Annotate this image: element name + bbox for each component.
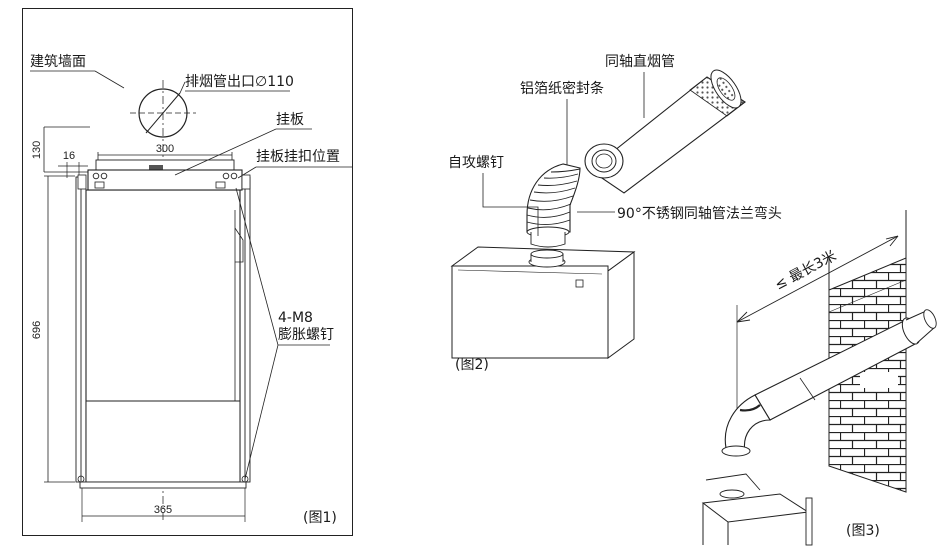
- svg-text:16: 16: [63, 150, 75, 162]
- elbow-label: 90°不锈钢同轴管法兰弯头: [617, 205, 782, 222]
- figure-1-caption: (图1): [303, 510, 337, 526]
- dim-130: 130: [31, 126, 90, 173]
- pipe-label: 同轴直烟管: [605, 53, 675, 70]
- outlet-label: 排烟管出口∅110: [185, 74, 294, 90]
- horizontal-pipe: [754, 309, 937, 421]
- figure-3-caption: (图3): [846, 523, 880, 539]
- screw-leader-top: [235, 187, 279, 346]
- brick-wall: [828, 210, 907, 493]
- buckle-leader: [237, 166, 257, 179]
- svg-text:696: 696: [31, 321, 43, 339]
- wall-label: 建筑墙面: [30, 54, 86, 70]
- screw-leader-bottom: [244, 344, 279, 480]
- svg-text:300: 300: [156, 143, 174, 155]
- range-hood-box: [450, 246, 636, 359]
- dim-16: 16: [58, 150, 88, 178]
- elbow-pipe: [526, 163, 581, 248]
- svg-text:130: 130: [31, 141, 43, 159]
- dim-365: 365: [81, 488, 246, 522]
- hanging-plate: [77, 159, 251, 191]
- svg-text:365: 365: [154, 504, 172, 516]
- plate-label: 挂板: [276, 112, 304, 128]
- dim-300: 300: [97, 143, 233, 168]
- screw-label-line2: 膨胀螺钉: [278, 326, 334, 343]
- plate-leader: [174, 128, 277, 176]
- foil-label: 铝箔纸密封条: [520, 80, 604, 97]
- ceiling-elbow: [721, 394, 771, 457]
- coaxial-straight-pipe: [584, 69, 746, 194]
- self-tapping-screw-leader: [482, 173, 539, 236]
- figure-1: 建筑墙面 排烟管出口∅110 300 130: [22, 8, 353, 536]
- figure-1-frame: [22, 8, 353, 536]
- screw-label-line1: 4-M8: [278, 310, 313, 326]
- hood-below: [701, 473, 813, 546]
- wall-leader: [94, 70, 125, 89]
- heater-body: [75, 176, 251, 489]
- buckle-label: 挂板挂扣位置: [256, 149, 340, 165]
- figure-3: ≤ 最长3米 (图3): [701, 210, 937, 546]
- figure-2: 同轴直烟管 铝箔纸密封条 自攻螺钉 90°不锈钢同轴管法兰弯头 (图2): [448, 53, 782, 373]
- figure-2-caption: (图2): [455, 357, 489, 373]
- dim-696: 696: [31, 175, 75, 483]
- screw-label: 自攻螺钉: [448, 155, 504, 171]
